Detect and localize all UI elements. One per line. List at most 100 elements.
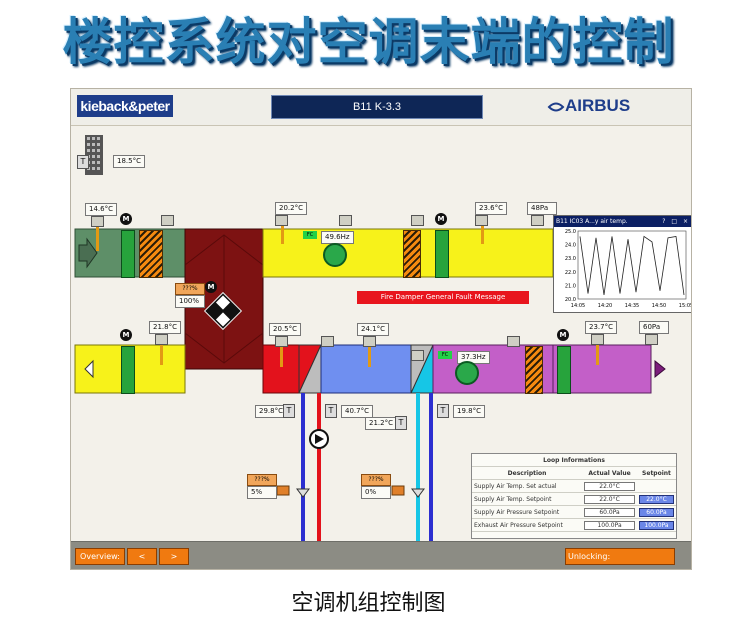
- cooling-valve-icon: [411, 488, 425, 498]
- mix-damper-value: 100%: [175, 295, 205, 308]
- supply-temp-1-sensor: [275, 215, 288, 226]
- table-row: Exhaust Air Pressure Setpoint 100.0Pa 10…: [472, 518, 676, 532]
- loop-title: Loop Informations: [472, 454, 676, 467]
- supply-temp-1-probe: [281, 226, 284, 244]
- return-air-arrow-icon: [654, 359, 666, 379]
- cool-water-left-sensor-icon: T: [395, 416, 407, 430]
- unlocking-button[interactable]: Unlocking:: [565, 548, 675, 565]
- return-pressure-value: 60Pa: [639, 321, 669, 334]
- filter-dp-sensor: [161, 215, 174, 226]
- exhaust-filter: [121, 346, 135, 394]
- outdoor-temp-probe: [96, 227, 99, 251]
- supply-fan-speed: 49.6Hz: [321, 231, 354, 244]
- loop-desc: Exhaust Air Pressure Setpoint: [472, 518, 583, 532]
- trend-x-tick: 14:50: [652, 303, 666, 309]
- mix-damper-top-value: ???%: [175, 283, 205, 295]
- heat-coil-sensor: [321, 336, 334, 347]
- return-sensor: [507, 336, 520, 347]
- cool-coil-out-probe: [368, 347, 371, 367]
- heat-coil-out-sensor: [275, 336, 288, 347]
- heat-water-left-sensor-icon: T: [283, 404, 295, 418]
- heat-coil-out-probe: [280, 347, 283, 367]
- page-headline: 楼控系统对空调末端的控制: [62, 13, 675, 71]
- heat-coil-out-value: 20.5°C: [269, 323, 301, 336]
- return-temp-value: 23.7°C: [585, 321, 617, 334]
- loop-desc: Supply Air Temp. Set actual: [472, 479, 583, 493]
- loop-setpoint-input[interactable]: 22.0°C: [638, 494, 674, 504]
- loop-actual: 22.0°C: [584, 494, 635, 504]
- loop-col-description: Description: [472, 466, 583, 480]
- trend-title-bar[interactable]: B11 IC03 A...y air temp. ? □ ×: [554, 216, 691, 227]
- return-coil: [525, 346, 543, 394]
- supply-temp-2-probe: [481, 226, 484, 244]
- heat-water-right-value: 40.7°C: [341, 405, 373, 418]
- trend-x-tick: 14:20: [598, 303, 612, 309]
- fan-sensor: [339, 215, 352, 226]
- trend-x-tick: 14:05: [571, 303, 585, 309]
- trend-x-tick: 14:35: [625, 303, 639, 309]
- trend-y-tick: 23.0: [565, 256, 576, 262]
- cool-water-right-value: 19.8°C: [453, 405, 485, 418]
- trend-x-tick: 15:05: [679, 303, 692, 309]
- room-temp-value: 18.5°C: [113, 155, 145, 168]
- room-sensor-grid-pattern: [87, 137, 100, 170]
- outdoor-damper-motor-icon: M: [120, 213, 132, 225]
- supply-filter: [435, 230, 449, 278]
- loop-actual: 60.0Pa: [584, 507, 635, 517]
- table-row: Supply Air Temp. Set actual 22.0°C: [472, 479, 676, 493]
- outdoor-temp-sensor: [91, 216, 104, 227]
- footer-bar: Overview: < > Unlocking:: [71, 541, 691, 569]
- window-controls-icon[interactable]: ? □ ×: [662, 218, 690, 225]
- loop-col-setpoint: Setpoint: [636, 466, 676, 480]
- loop-setpoint-input[interactable]: 100.0Pa: [638, 520, 674, 530]
- airbus-swoosh-icon: [547, 102, 565, 112]
- cool-valve-value: 0%: [361, 486, 391, 499]
- unit-title: B11 K-3.3: [271, 95, 483, 119]
- loop-desc: Supply Air Pressure Setpoint: [472, 505, 583, 519]
- supply-temp-2-sensor: [475, 215, 488, 226]
- cool-valve-top-value: ???%: [361, 474, 391, 486]
- overview-prev-button[interactable]: <: [127, 548, 157, 565]
- loop-setpoint-input[interactable]: 60.0Pa: [638, 507, 674, 517]
- cool-water-right-sensor-icon: T: [437, 404, 449, 418]
- airbus-text: AIRBUS: [565, 96, 631, 115]
- outdoor-filter: [121, 230, 135, 278]
- supply-pressure-sensor: [531, 215, 544, 226]
- heat-valve-value: 5%: [247, 486, 277, 499]
- overview-label: Overview:: [75, 548, 125, 565]
- loop-information-panel: Loop Informations Description Actual Val…: [471, 453, 677, 539]
- loop-col-actual: Actual Value: [582, 466, 637, 480]
- mixing-damper-icon: [203, 291, 243, 331]
- loop-table: Loop Informations Description Actual Val…: [472, 454, 676, 532]
- figure-caption: 空调机组控制图: [291, 591, 446, 616]
- cool-water-left-value: 21.2°C: [365, 417, 397, 430]
- outside-air-inlet-arrow: [78, 237, 98, 269]
- trend-y-tick: 22.0: [565, 270, 576, 276]
- cool-coil-sensor: [411, 350, 424, 361]
- supply-fan-icon: [323, 243, 347, 267]
- trend-y-tick: 20.0: [565, 297, 576, 303]
- outdoor-temp-value: 14.6°C: [85, 203, 117, 216]
- loop-desc: Supply Air Temp. Setpoint: [472, 492, 583, 506]
- heat-water-right-sensor-icon: T: [325, 404, 337, 418]
- supply-fan-fc-indicator: FC: [303, 231, 317, 239]
- heating-valve-icon: [296, 488, 310, 498]
- trend-title: B11 IC03 A...y air temp.: [556, 218, 628, 225]
- preheat-coil: [139, 230, 163, 278]
- exhaust-temp-value: 21.8°C: [149, 321, 181, 334]
- coil-sensor: [411, 215, 424, 226]
- return-filter: [557, 346, 571, 394]
- return-damper-motor-icon: M: [557, 329, 569, 341]
- table-row: Supply Air Pressure Setpoint 60.0Pa 60.0…: [472, 505, 676, 519]
- supply-temp-1-value: 20.2°C: [275, 202, 307, 215]
- overview-next-button[interactable]: >: [159, 548, 189, 565]
- fire-damper-alarm[interactable]: Fire Damper General Fault Message: [357, 291, 529, 304]
- heat-valve-top-value: ???%: [247, 474, 277, 486]
- loop-actual: 22.0°C: [584, 481, 635, 491]
- supply-filter-motor-icon: M: [435, 213, 447, 225]
- return-fan-icon: [455, 361, 479, 385]
- exhaust-arrow-icon: [84, 359, 94, 379]
- return-pressure-sensor: [645, 334, 658, 345]
